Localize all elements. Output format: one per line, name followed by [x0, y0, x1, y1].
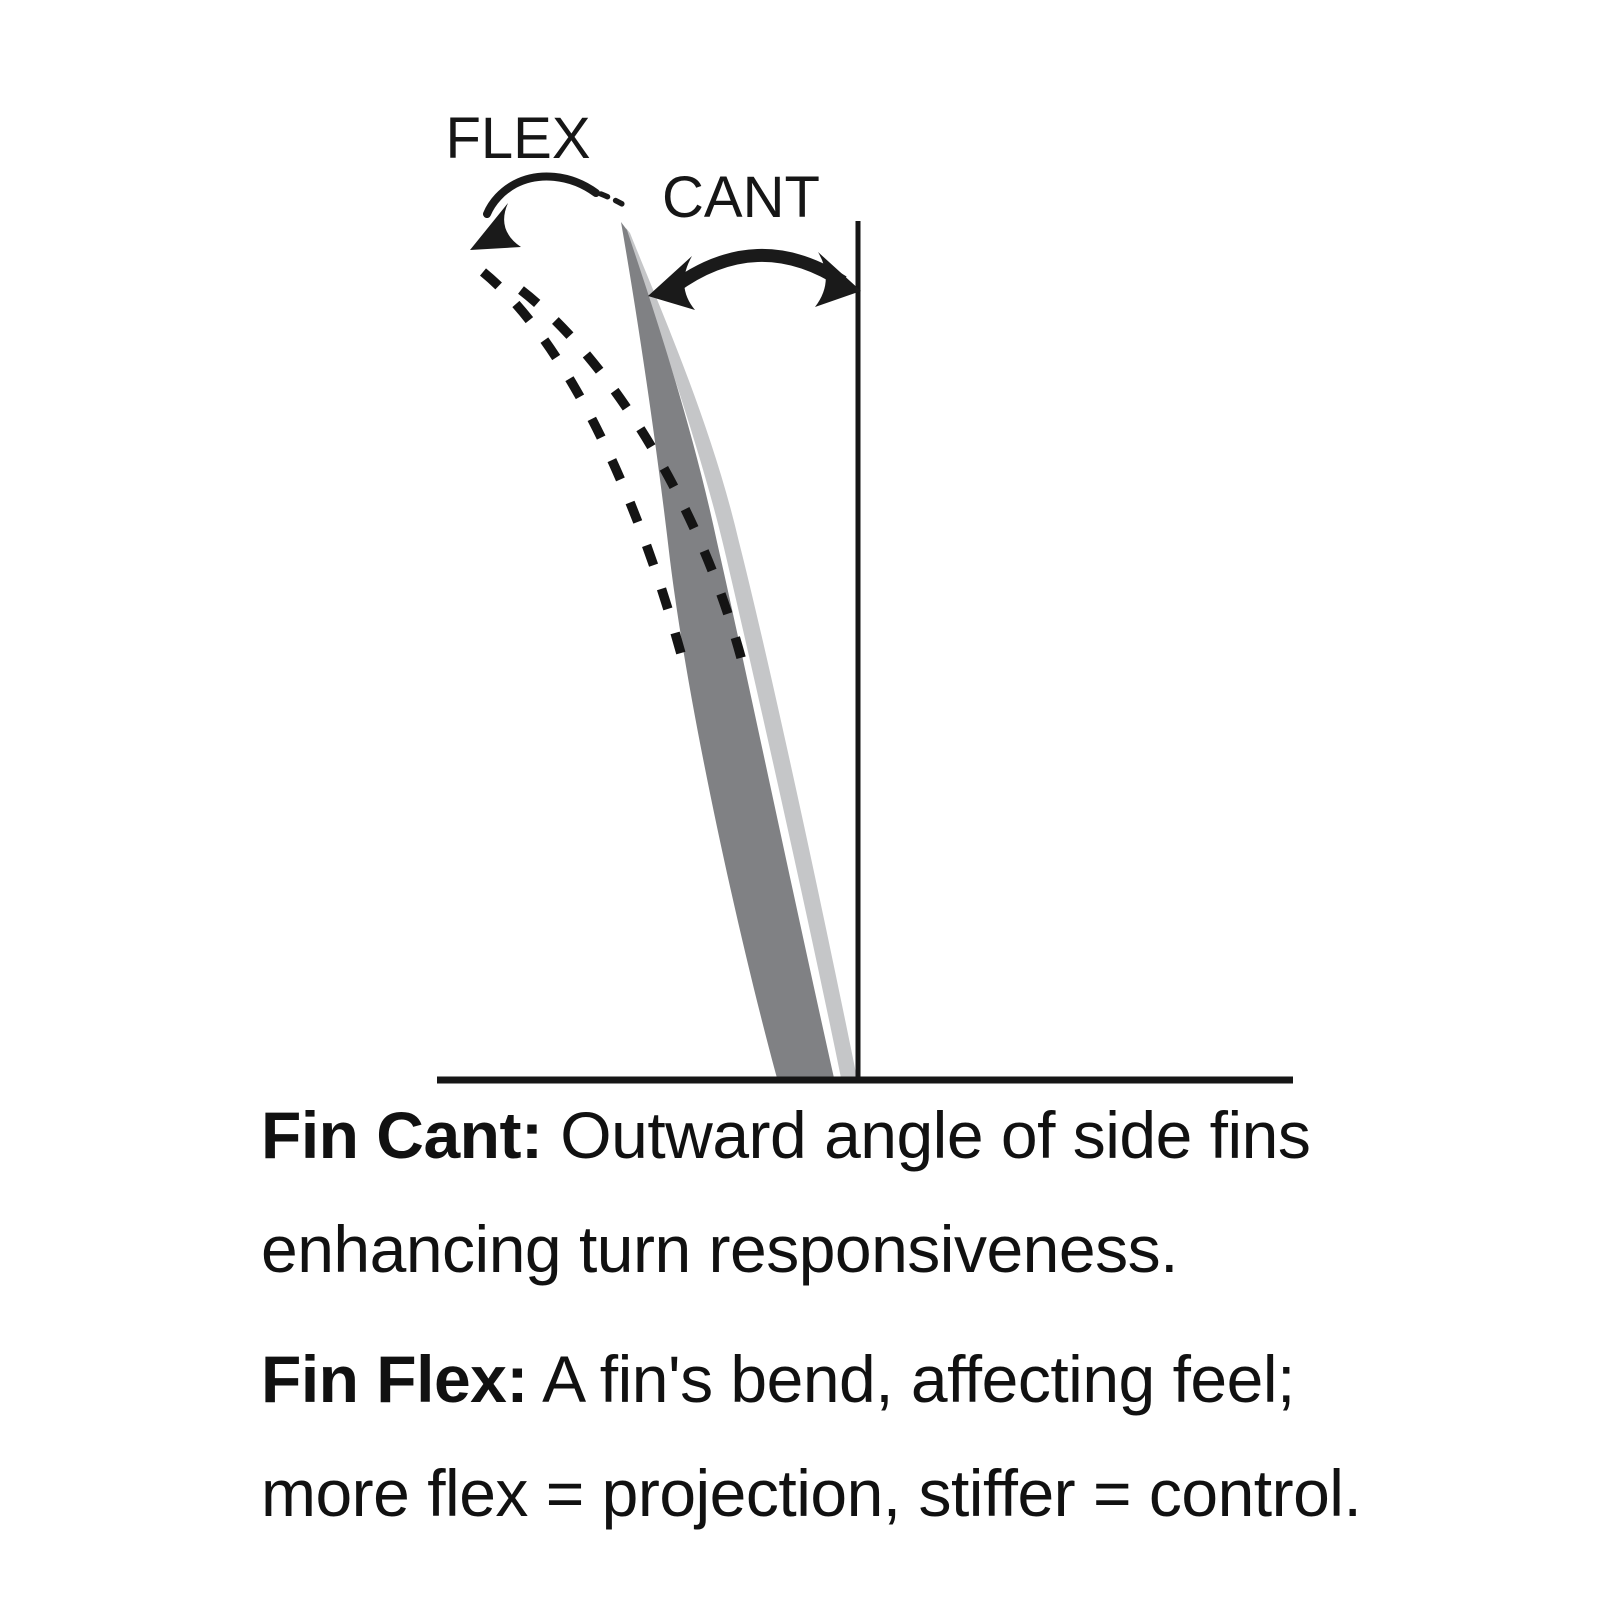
term-fin-cant: Fin Cant:: [261, 1098, 543, 1172]
cant-arrowhead-left: [648, 256, 695, 310]
cant-label: CANT: [662, 165, 820, 230]
flex-arrow: [470, 172, 632, 250]
definition-fin-flex-line1: A fin's bend, affecting feel;: [542, 1342, 1295, 1416]
fin-shape: [621, 222, 834, 1078]
fin-flexed-outline-outer-dashed: [479, 268, 691, 674]
flex-label: FLEX: [445, 106, 590, 171]
definition-fin-cant-line1: Outward angle of side fins: [560, 1098, 1311, 1172]
cant-arrowhead-right: [815, 252, 861, 307]
flex-arrowhead: [470, 203, 521, 250]
definition-fin-cant-line2: enhancing turn responsiveness.: [261, 1212, 1178, 1286]
fin-flexed-outline-inner-dashed: [518, 286, 748, 667]
definition-fin-flex-line2: more flex = projection, stiffer = contro…: [261, 1456, 1362, 1530]
caption: Fin Cant: Outward angle of side fins enh…: [261, 1078, 1471, 1566]
definition-fin-flex: Fin Flex: A fin's bend, affecting feel; …: [261, 1322, 1471, 1550]
fin-highlight-strip: [626, 228, 857, 1078]
cant-arrow: [648, 249, 861, 310]
definition-fin-cant: Fin Cant: Outward angle of side fins enh…: [261, 1078, 1471, 1306]
term-fin-flex: Fin Flex:: [261, 1342, 528, 1416]
